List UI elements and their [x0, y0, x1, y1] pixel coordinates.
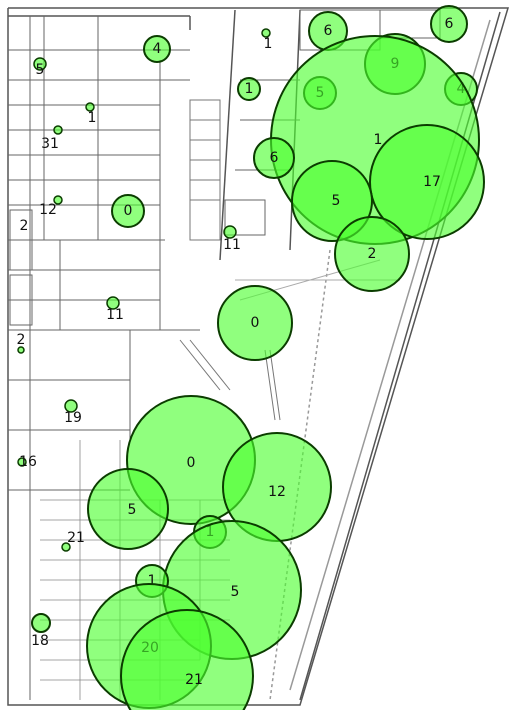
bubble-count-label: 18: [31, 633, 49, 649]
bubble-count-label: 5: [128, 502, 137, 518]
heat-bubble-19: [64, 399, 78, 413]
bubble-count-label: 5: [36, 62, 45, 78]
heat-bubble-11: [106, 296, 120, 310]
bubble-count-label: 4: [153, 41, 162, 57]
bubble-count-label: 6: [270, 150, 279, 166]
heat-bubble-12: [53, 195, 63, 205]
heat-bubble-6: [430, 5, 468, 43]
bubble-count-label: 12: [268, 484, 286, 500]
bubble-count-label: 21: [67, 530, 85, 546]
bubble-count-label: 2: [17, 332, 26, 348]
heat-bubble-16: [17, 457, 27, 467]
heat-bubble-2: [334, 216, 410, 292]
heat-bubble-0: [217, 285, 293, 361]
heat-bubble-1: [261, 28, 271, 38]
bubble-count-label: 31: [41, 136, 59, 152]
heat-bubble-11: [223, 225, 237, 239]
bubble-count-label: 1: [148, 573, 157, 589]
bubble-count-label: 5: [332, 193, 341, 209]
bubble-count-label: 17: [423, 174, 441, 190]
bubble-count-label: 0: [251, 315, 260, 331]
bubble-count-label: 1: [245, 81, 254, 97]
bubble-count-label: 1: [374, 132, 383, 148]
heat-bubble-21: [120, 609, 254, 710]
heat-bubble-0: [111, 194, 145, 228]
bubble-count-label: 2: [20, 218, 29, 234]
bubble-count-label: 12: [39, 202, 57, 218]
bubble-count-label: 11: [106, 307, 124, 323]
heat-bubble-18: [31, 613, 51, 633]
bubble-count-label: 6: [324, 23, 333, 39]
bubble-count-label: 1: [264, 36, 273, 52]
bubble-count-label: 0: [187, 455, 196, 471]
bubble-count-label: 0: [124, 203, 133, 219]
heat-bubble-1: [85, 102, 95, 112]
bubble-count-label: 19: [64, 410, 82, 426]
bubble-count-label: 16: [19, 454, 37, 470]
heat-bubble-6: [253, 137, 295, 179]
heat-bubble-31: [53, 125, 63, 135]
bubble-count-label: 5: [231, 584, 240, 600]
heat-bubble-21: [61, 542, 71, 552]
bubble-count-label: 11: [223, 237, 241, 253]
heat-bubble-1: [237, 77, 261, 101]
bubble-count-label: 2: [368, 246, 377, 262]
heat-bubble-5: [87, 468, 169, 550]
heat-bubble-2: [17, 346, 25, 354]
bubble-count-label: 1: [88, 110, 97, 126]
heat-bubble-5: [291, 160, 373, 242]
heat-bubbles-layer: 6164955411311617125021121102190161251215…: [17, 5, 485, 710]
heat-bubble-17: [369, 124, 485, 240]
heat-bubble-5: [33, 57, 47, 71]
bubble-count-label: 21: [185, 672, 203, 688]
bubble-count-label: 6: [445, 16, 454, 32]
heat-bubble-4: [143, 35, 171, 63]
